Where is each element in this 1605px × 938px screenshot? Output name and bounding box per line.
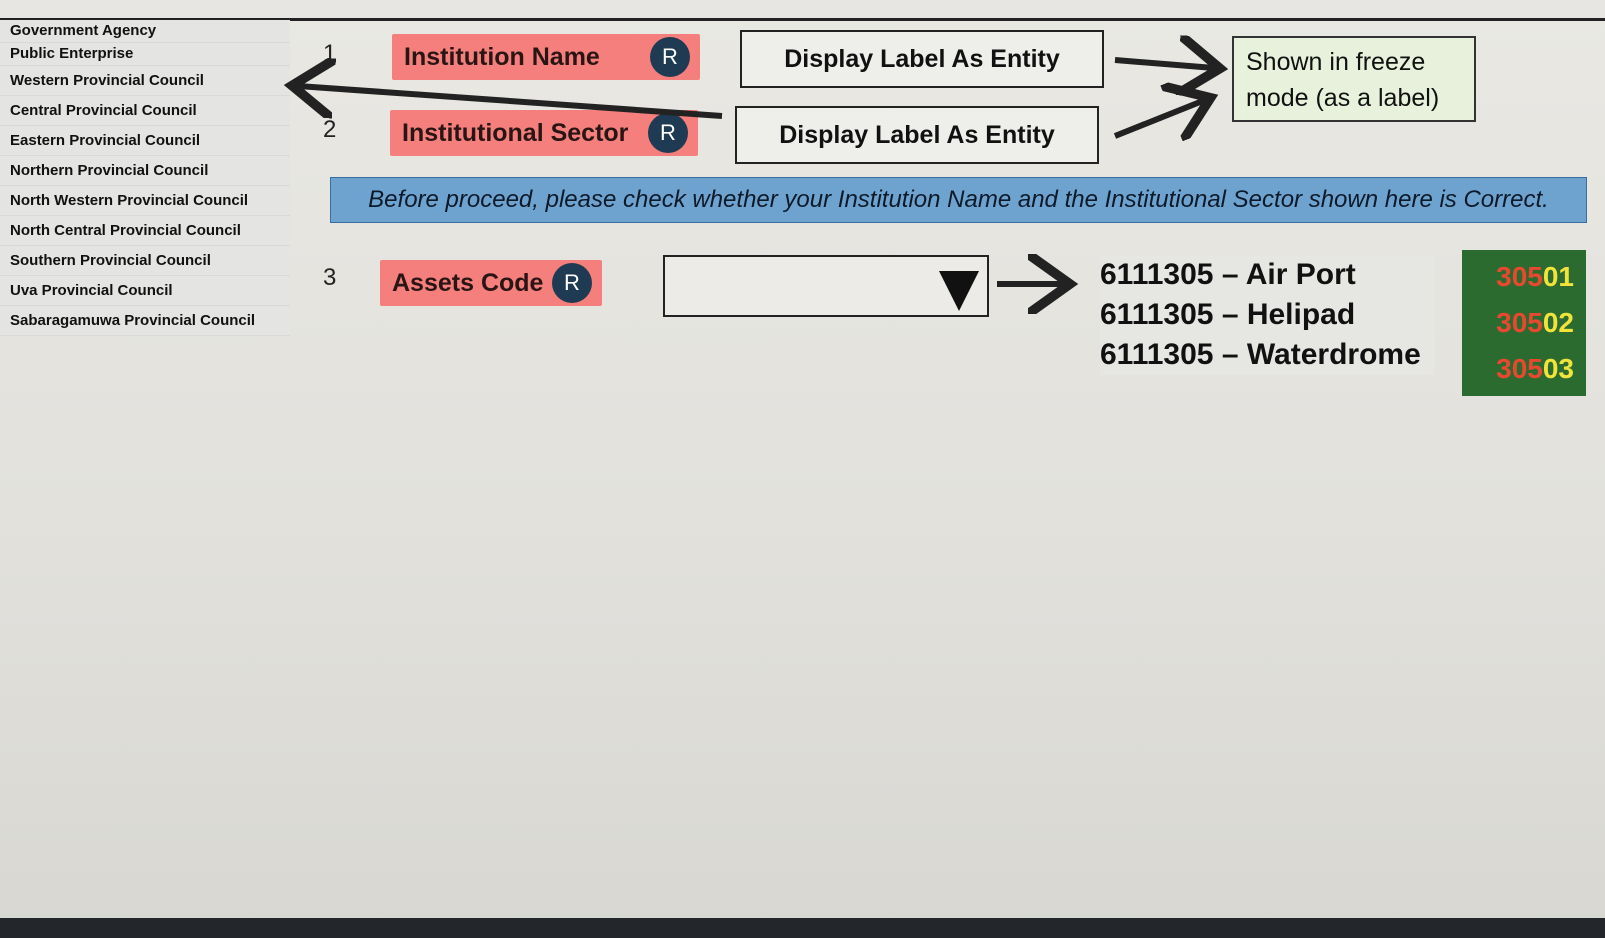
top-edge bbox=[0, 0, 1605, 21]
asset-option: 6111305 – Air Port bbox=[1100, 255, 1435, 295]
asset-code: 30502 bbox=[1496, 307, 1574, 338]
display-label-box: Display Label As Entity bbox=[740, 30, 1104, 88]
asset-option: 6111305 – Helipad bbox=[1100, 295, 1435, 335]
institution-name-field: Institution Name R bbox=[392, 34, 700, 80]
freeze-mode-note: Shown in freeze mode (as a label) bbox=[1232, 36, 1476, 122]
row-number: 3 bbox=[323, 264, 337, 291]
display-label-box: Display Label As Entity bbox=[735, 106, 1099, 164]
asset-code: 30503 bbox=[1496, 353, 1574, 384]
field-label: Institution Name bbox=[404, 42, 600, 71]
asset-code-list: 30501 30502 30503 bbox=[1462, 250, 1586, 396]
sector-item[interactable]: Uva Provincial Council bbox=[0, 276, 290, 306]
freeze-note-line: Shown in freeze bbox=[1246, 48, 1426, 76]
asset-options-list: 6111305 – Air Port 6111305 – Helipad 611… bbox=[1100, 255, 1435, 375]
assets-code-dropdown[interactable] bbox=[663, 255, 989, 317]
assets-code-field: Assets Code R bbox=[380, 260, 602, 306]
sector-item[interactable]: Eastern Provincial Council bbox=[0, 126, 290, 156]
bottom-edge bbox=[0, 918, 1605, 938]
sector-item[interactable]: North Western Provincial Council bbox=[0, 186, 290, 216]
sector-list: Government Agency Public Enterprise West… bbox=[0, 20, 290, 336]
sector-item[interactable]: Sabaragamuwa Provincial Council bbox=[0, 306, 290, 336]
required-badge: R bbox=[650, 37, 690, 77]
sector-item[interactable]: North Central Provincial Council bbox=[0, 216, 290, 246]
field-label: Assets Code bbox=[392, 268, 544, 297]
sector-item[interactable]: Northern Provincial Council bbox=[0, 156, 290, 186]
sector-item[interactable]: Government Agency bbox=[0, 20, 290, 43]
notice-banner: Before proceed, please check whether you… bbox=[330, 177, 1587, 223]
institutional-sector-field: Institutional Sector R bbox=[390, 110, 698, 156]
row-number: 2 bbox=[323, 116, 337, 143]
sector-item[interactable]: Southern Provincial Council bbox=[0, 246, 290, 276]
triangle-down-icon[interactable] bbox=[939, 271, 979, 311]
freeze-note-line: mode (as a label) bbox=[1246, 84, 1440, 112]
arrow-left-icon bbox=[298, 86, 723, 119]
asset-option: 6111305 – Waterdrome bbox=[1100, 335, 1435, 375]
sector-item[interactable]: Public Enterprise bbox=[0, 43, 290, 66]
required-badge: R bbox=[552, 263, 592, 303]
sector-item[interactable]: Central Provincial Council bbox=[0, 96, 290, 126]
field-label: Institutional Sector bbox=[402, 118, 629, 147]
sector-item[interactable]: Western Provincial Council bbox=[0, 66, 290, 96]
arrow-right-icon bbox=[1114, 60, 1214, 68]
asset-code: 30501 bbox=[1496, 261, 1574, 292]
arrow-right-icon bbox=[1113, 100, 1205, 136]
required-badge: R bbox=[648, 113, 688, 153]
